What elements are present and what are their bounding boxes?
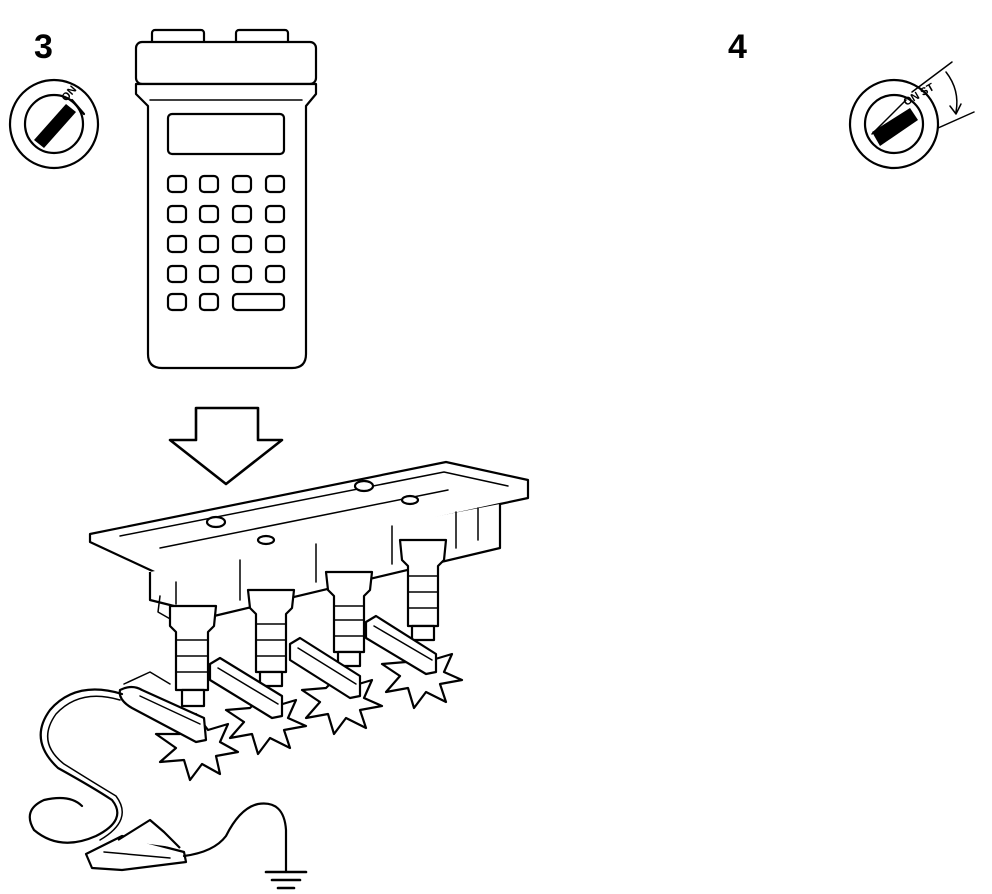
spark-burst-4 xyxy=(380,644,464,710)
ignition-key-switch-start-icon: ON ST xyxy=(848,61,975,170)
spark-burst-1 xyxy=(154,712,240,782)
test-lead-wire xyxy=(28,688,124,844)
alligator-clip-2 xyxy=(208,656,284,720)
ground-clip xyxy=(84,802,288,874)
ground-symbol-icon xyxy=(264,870,308,890)
coil-tower-1 xyxy=(168,604,218,708)
keypad xyxy=(166,174,286,312)
coil-tower-3 xyxy=(324,570,374,668)
ignition-key-switch-icon: ON xyxy=(8,78,100,170)
alligator-clip-3 xyxy=(288,636,362,700)
coil-tower-4 xyxy=(398,538,448,642)
coil-tower-2 xyxy=(246,588,296,688)
spark-burst-2 xyxy=(224,690,308,756)
alligator-clip-1 xyxy=(118,671,208,744)
spark-burst-3 xyxy=(300,670,384,736)
ignition-coil-pack-icon xyxy=(88,460,530,708)
step-3-number: 3 xyxy=(34,28,53,66)
down-arrow-icon xyxy=(168,406,284,486)
switch-on-st-label: ON ST xyxy=(902,81,937,108)
step-4-number: 4 xyxy=(728,28,747,66)
alligator-clip-4 xyxy=(364,614,438,676)
diagnostic-scan-tool-icon xyxy=(134,28,318,370)
